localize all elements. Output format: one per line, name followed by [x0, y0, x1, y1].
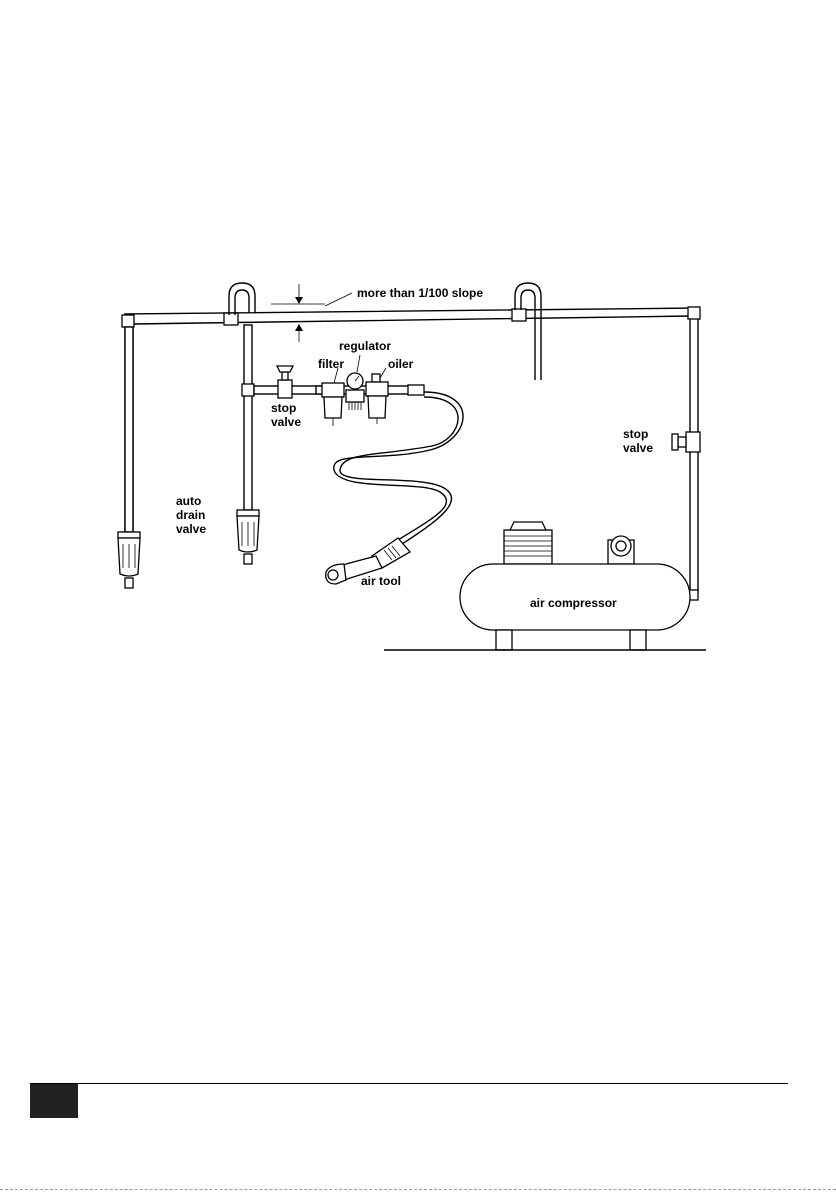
air-compressor-label: air compressor	[530, 596, 617, 610]
oiler-unit	[366, 374, 388, 424]
page-number-tab	[30, 1084, 78, 1118]
stop-valve-left	[277, 366, 293, 398]
stop-valve-right-label-2: valve	[623, 441, 653, 455]
slope-label: more than 1/100 slope	[357, 286, 483, 300]
auto-drain-bowl-left	[118, 532, 140, 588]
stop-valve-left-label-1: stop	[271, 401, 296, 415]
air-tool-label: air tool	[361, 574, 401, 588]
left-drop-pipe	[125, 327, 133, 532]
stop-valve-right-label-1: stop	[623, 427, 648, 441]
auto-drain-label: auto drain valve	[176, 494, 206, 536]
frl-unit	[316, 373, 424, 426]
oiler-label: oiler	[388, 357, 414, 371]
filter-label: filter	[318, 357, 344, 371]
stop-valve-left-label-2: valve	[271, 415, 301, 429]
upper-loop-right	[515, 283, 541, 380]
auto-drain-label-line-2: drain	[176, 508, 205, 522]
regulator-label: regulator	[339, 339, 391, 353]
upper-loop-left	[229, 283, 255, 315]
regulator-unit	[346, 373, 364, 410]
auto-drain-label-line-1: auto	[176, 494, 201, 508]
footer-rule	[30, 1083, 788, 1084]
air-hose	[334, 392, 463, 544]
auto-drain-bowl-center	[237, 510, 259, 564]
air-compressor	[384, 522, 706, 650]
auto-drain-label-line-3: valve	[176, 522, 206, 536]
stop-valve-right	[672, 432, 700, 452]
page-edge-dashes	[0, 1189, 836, 1190]
filter-unit	[322, 383, 344, 426]
